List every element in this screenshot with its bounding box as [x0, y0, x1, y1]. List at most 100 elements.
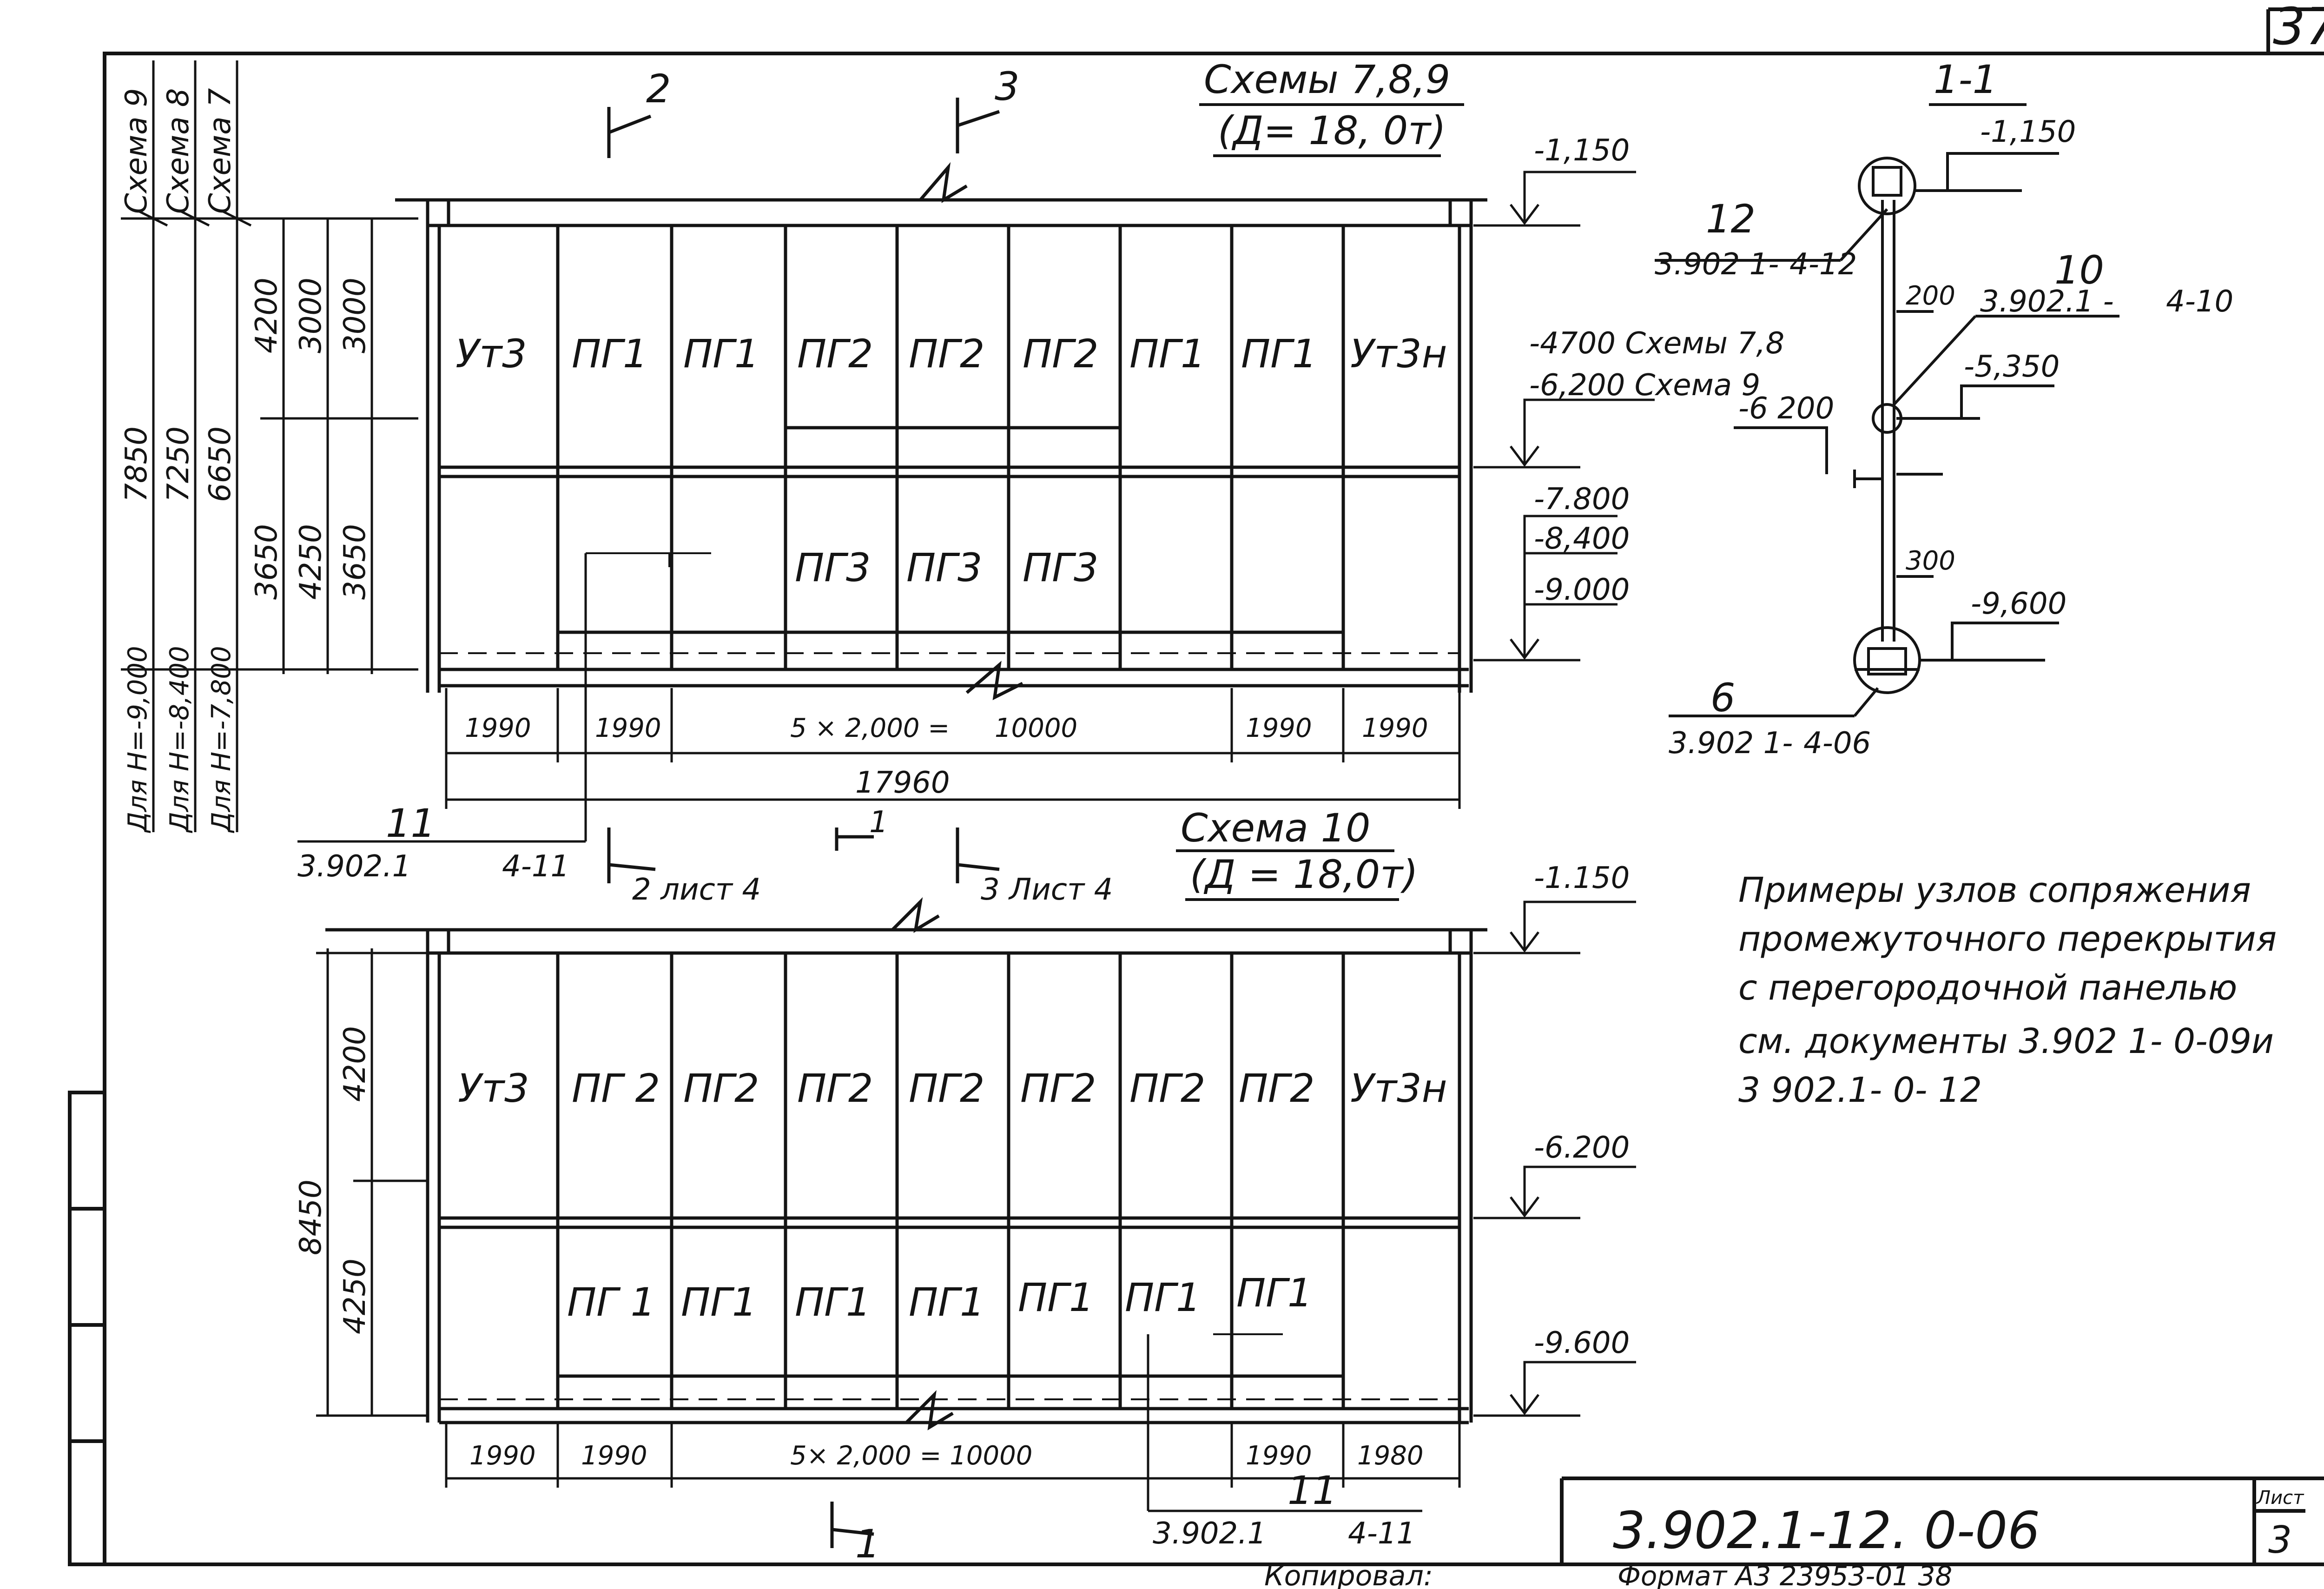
- bottom-copy-label: Копировал:: [1264, 1560, 1433, 1589]
- top-lower-panel-2: ПГ3: [906, 545, 982, 590]
- top-scheme-frame: [395, 162, 1487, 701]
- header-scheme7: Схема 7: [203, 88, 238, 214]
- section-mark-2: 2: [646, 66, 671, 112]
- top-level-4: -7.800: [1534, 482, 1630, 516]
- header-lower-7: 3650: [338, 524, 372, 600]
- bottom-level-1: -1.150: [1534, 861, 1630, 895]
- note-line-5: 3 902.1- 0- 12: [1738, 1070, 1982, 1110]
- bottom-scheme-frame: [325, 897, 1487, 1430]
- top-scheme: Схемы 7,8,9 (Д= 18, 0т) 2 3: [297, 57, 1784, 907]
- top-dim-4: 1990: [1362, 713, 1428, 743]
- header-upper-8: 3000: [294, 278, 328, 353]
- callout10-node: 4-10: [2166, 285, 2233, 319]
- sheet-frame: [68, 7, 2324, 1566]
- top-level-5: -8,400: [1534, 522, 1630, 556]
- top-callout11-number: 11: [386, 801, 436, 846]
- bottom-panel-4: ПГ2: [797, 1066, 873, 1111]
- top-dim-lines: [297, 553, 1461, 843]
- bottom-panel-3: ПГ2: [683, 1066, 759, 1111]
- callout10-doc: 3.902.1 -: [1980, 285, 2114, 319]
- bottom-callout11-node: 4-11: [1348, 1516, 1415, 1551]
- bottom-panel-1: Ут3: [458, 1066, 529, 1111]
- cut-mark-1: 1: [869, 805, 888, 840]
- bottom-scheme-subtitle: (Д = 18,0т): [1190, 852, 1418, 897]
- bottom-panel-2: ПГ 2: [572, 1066, 660, 1111]
- bottom-format-label: Формат А3 23953-01 38: [1618, 1560, 1952, 1589]
- top-level-3: -6,200 Схема 9: [1529, 368, 1760, 403]
- header-total-9: 7850: [119, 426, 154, 502]
- top-panel-6: ПГ2: [1023, 331, 1098, 377]
- top-panel-4: ПГ2: [797, 331, 873, 377]
- note-line-3: с перегородочной панелью: [1738, 968, 2237, 1008]
- note-line-4: см. документы 3.902 1- 0-09и: [1738, 1021, 2274, 1061]
- callout6-number: 6: [1710, 675, 1735, 721]
- top-dim-mid-total: 10000: [995, 713, 1077, 743]
- cut-mark-2: 2 лист 4: [632, 873, 761, 907]
- bottom-lower-panel-7: ПГ1: [1236, 1270, 1312, 1316]
- top-panel-9: Ут3н: [1350, 331, 1447, 377]
- section-title: 1-1: [1934, 57, 1997, 102]
- header-total-8: 7250: [161, 426, 196, 502]
- top-dim-1: 1990: [465, 713, 531, 743]
- note-line-2: промежуточного перекрытия: [1738, 919, 2277, 959]
- bottom-row1-labels: Ут3 ПГ 2 ПГ2 ПГ2 ПГ2 ПГ2 ПГ2 ПГ2 Ут3н: [458, 1066, 1447, 1111]
- top-callout11-doc: 3.902.1: [297, 849, 411, 884]
- cut-mark-3: 3 Лист 4: [981, 873, 1113, 907]
- bottom-level-lines: [1473, 900, 1636, 1417]
- section-mark-3: 3: [995, 64, 1019, 109]
- bottom-lower-panel-4: ПГ1: [909, 1279, 984, 1325]
- top-level-lines: [1473, 171, 1655, 662]
- section-dim-200: 200: [1906, 281, 1955, 311]
- bottom-dim-4: 1980: [1357, 1441, 1424, 1471]
- bottom-lower-panel-6: ПГ1: [1125, 1275, 1201, 1320]
- bottom-panel-6: ПГ2: [1020, 1066, 1096, 1111]
- section-level-4: -9,600: [1971, 587, 2067, 621]
- sheet-number-top: 37: [2273, 0, 2324, 56]
- header-level-7: Для Н=-7,800: [206, 646, 237, 834]
- section-drawing: [1655, 152, 2119, 717]
- header-level-9: Для Н=-9,000: [123, 646, 153, 834]
- list-label: Лист: [2256, 1487, 2304, 1509]
- bottom-scheme: Схема 10 (Д = 18,0т): [294, 805, 1636, 1567]
- bottom-height-lower: 4250: [338, 1258, 372, 1334]
- top-level-2: -4700 Схемы 7,8: [1529, 326, 1784, 361]
- list-number: 3: [2268, 1518, 2292, 1562]
- bottom-lower-panel-5: ПГ1: [1018, 1275, 1094, 1320]
- top-panel-3: ПГ1: [683, 331, 759, 377]
- top-scheme-title: Схемы 7,8,9: [1204, 57, 1450, 102]
- callout12-doc: 3.902 1-: [1655, 247, 1779, 282]
- header-level-8: Для Н=-8,400: [165, 646, 195, 834]
- header-lower-9: 3650: [250, 524, 284, 600]
- bottom-panel-7: ПГ2: [1129, 1066, 1205, 1111]
- callout12-node: 4-12: [1789, 247, 1857, 282]
- top-level-6: -9.000: [1534, 573, 1630, 607]
- section-1-1: 1-1: [1655, 57, 2233, 761]
- top-panel-2: ПГ1: [572, 331, 647, 377]
- bottom-dim-lines: [445, 1334, 1461, 1512]
- bottom-lower-panel-3: ПГ1: [795, 1279, 871, 1325]
- bottom-lower-panel-2: ПГ1: [681, 1279, 757, 1325]
- bottom-height-total: 8450: [294, 1179, 328, 1255]
- bottom-level-2: -6.200: [1534, 1131, 1630, 1165]
- top-panel-7: ПГ1: [1129, 331, 1205, 377]
- bottom-callout11-doc: 3.902.1: [1153, 1516, 1266, 1551]
- header-upper-7: 3000: [338, 278, 372, 353]
- section-level-3: -6 200: [1738, 391, 1834, 426]
- header-upper-9: 4200: [250, 278, 284, 353]
- bottom-dim-1: 1990: [469, 1441, 536, 1471]
- bottom-level-3: -9.600: [1534, 1326, 1630, 1360]
- header-column-lines: [121, 60, 418, 832]
- top-panel-1: Ут3: [456, 331, 527, 377]
- reference-note: Примеры узлов сопряжения промежуточного …: [1738, 870, 2277, 1110]
- top-panel-5: ПГ2: [909, 331, 984, 377]
- bottom-callout11-number: 11: [1287, 1468, 1337, 1513]
- bottom-dim-3: 1990: [1246, 1441, 1312, 1471]
- section-level-1: -1,150: [1980, 115, 2076, 149]
- bottom-height-upper: 4200: [338, 1026, 372, 1102]
- top-level-1: -1,150: [1534, 133, 1630, 168]
- note-line-1: Примеры узлов сопряжения: [1738, 870, 2251, 910]
- header-scheme8: Схема 8: [161, 88, 196, 214]
- top-dim-overall: 17960: [855, 766, 950, 800]
- bottom-height-dims: [316, 948, 428, 1417]
